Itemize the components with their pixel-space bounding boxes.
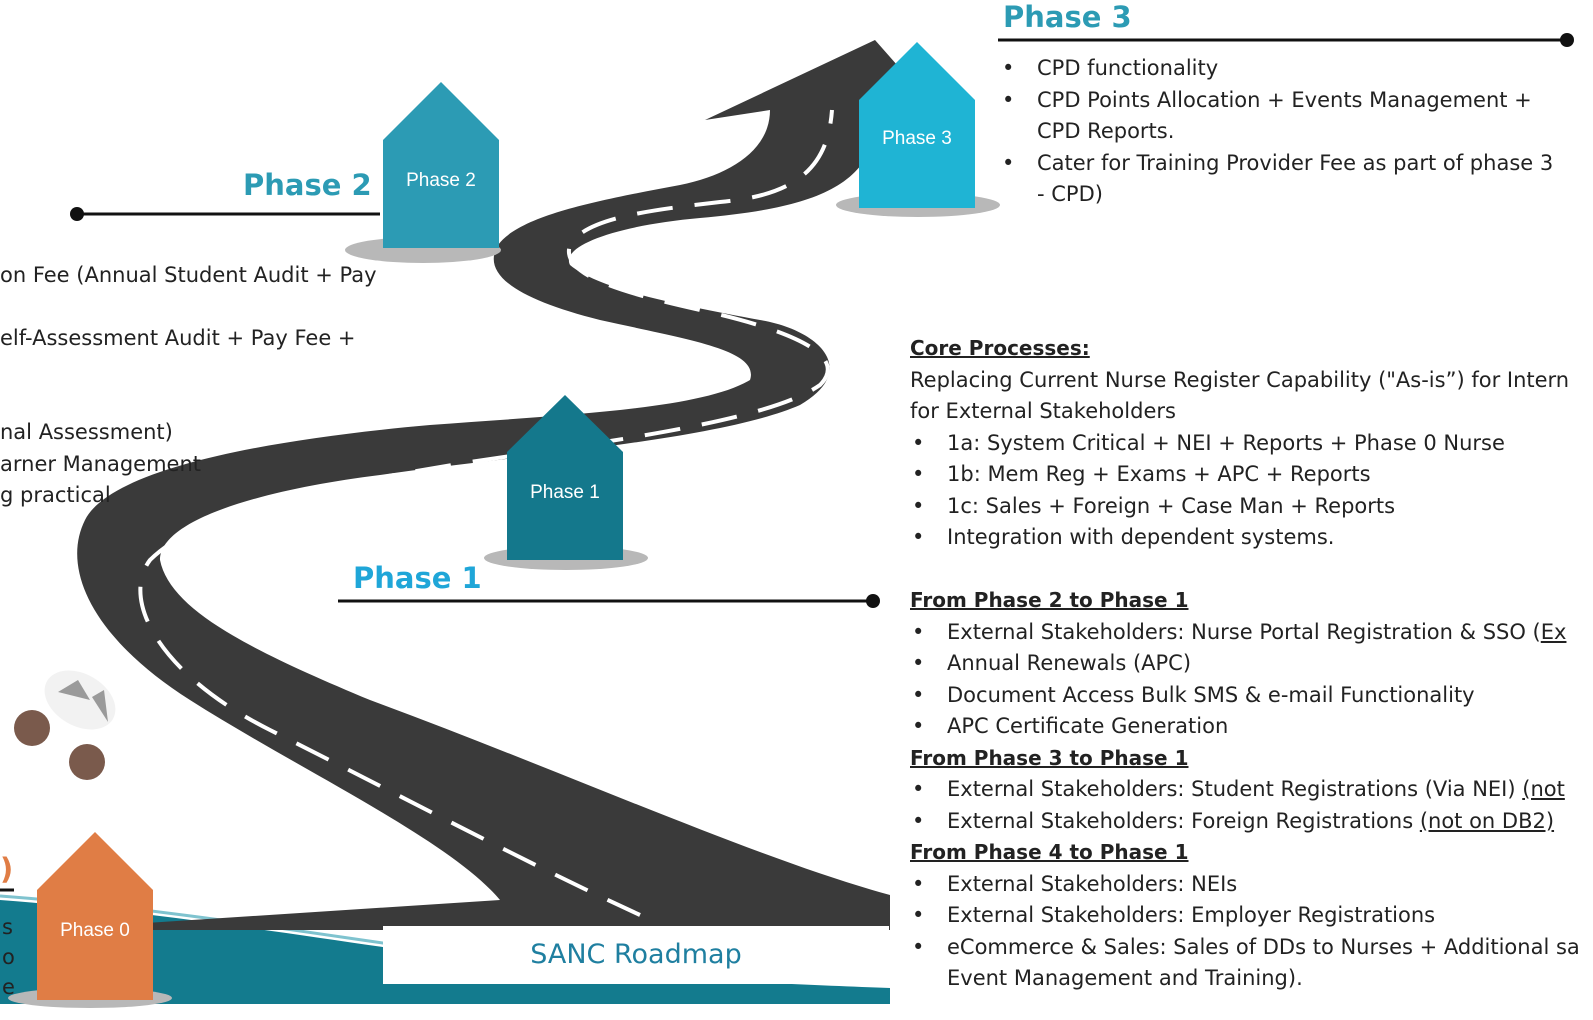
core-bullet: 1c: Sales + Foreign + Case Man + Reports xyxy=(910,491,1580,523)
road-center-line xyxy=(138,109,834,917)
phase3-bullet-cont: - CPD) xyxy=(1037,182,1103,206)
phase1-marker-label: Phase 1 xyxy=(530,482,600,503)
core-bullet: 1a: System Critical + NEI + Reports + Ph… xyxy=(910,428,1580,460)
phase0-edge-char: o xyxy=(2,945,15,969)
road xyxy=(38,40,912,930)
phase3-bullet: Cater for Training Provider Fee as part … xyxy=(1000,148,1553,180)
phase3-bullets: CPD functionality CPD Points Allocation … xyxy=(1000,53,1553,211)
from-phase4-title: From Phase 4 to Phase 1 xyxy=(910,840,1189,864)
phase1-details: Core Processes: Replacing Current Nurse … xyxy=(910,333,1580,995)
from-phase4-bullet: eCommerce & Sales: Sales of DDs to Nurse… xyxy=(910,932,1580,964)
phase2-heading: Phase 2 xyxy=(243,168,372,202)
roadmap-label: SANC Roadmap xyxy=(383,926,889,984)
phase3-marker-shape xyxy=(859,42,975,208)
from-phase2-link: Ex xyxy=(1540,619,1567,644)
phase2-line: arner Management xyxy=(0,452,202,476)
phase2-connector xyxy=(70,207,380,221)
phase2-line: g practical xyxy=(0,483,111,507)
from-phase3-bullet: External Stakeholders: Foreign Registrat… xyxy=(910,806,1580,838)
phase2-line: on Fee (Annual Student Audit + Pay xyxy=(0,263,377,287)
from-phase4-bullet: External Stakeholders: NEIs xyxy=(910,869,1580,901)
phase0-edge-char: s xyxy=(2,915,13,939)
car-icon xyxy=(14,670,116,780)
from-phase2-bullet: Annual Renewals (APC) xyxy=(910,648,1580,680)
core-bullet: Integration with dependent systems. xyxy=(910,522,1580,554)
core-bullet: 1b: Mem Reg + Exams + APC + Reports xyxy=(910,459,1580,491)
phase1-connector xyxy=(338,594,880,608)
phase2-marker-shape xyxy=(383,82,499,248)
core-processes-title: Core Processes: xyxy=(910,336,1090,360)
from-phase4-bullet-cont: Event Management and Training). xyxy=(947,966,1303,990)
core-intro-line: for External Stakeholders xyxy=(910,399,1176,423)
phase3-bullet-cont: CPD Reports. xyxy=(1037,119,1175,143)
phase1-marker-shape xyxy=(507,395,623,560)
phase1-heading: Phase 1 xyxy=(353,561,482,595)
from-phase3-title: From Phase 3 to Phase 1 xyxy=(910,745,1189,770)
phase3-bullet: CPD functionality xyxy=(1000,53,1553,85)
from-phase3-link: (not xyxy=(1522,777,1565,801)
phase0-edge-char: e xyxy=(2,975,15,999)
phase3-connector xyxy=(998,33,1574,47)
from-phase2-bullet: External Stakeholders: Nurse Portal Regi… xyxy=(910,617,1580,649)
phase2-line: elf-Assessment Audit + Pay Fee + xyxy=(0,326,356,350)
phase2-marker-label: Phase 2 xyxy=(406,170,476,191)
phase3-heading: Phase 3 xyxy=(1003,0,1132,34)
phase0-heading-fragment: ) xyxy=(0,852,14,886)
phase3-bullet: CPD Points Allocation + Events Managemen… xyxy=(1000,85,1553,117)
from-phase2-bullet: APC Certificate Generation xyxy=(910,711,1580,743)
from-phase4-bullet: External Stakeholders: Employer Registra… xyxy=(910,900,1580,932)
phase2-line: nal Assessment) xyxy=(0,420,173,444)
phase3-marker-label: Phase 3 xyxy=(882,128,952,149)
from-phase3-bullet: External Stakeholders: Student Registrat… xyxy=(910,774,1580,806)
core-intro-line: Replacing Current Nurse Register Capabil… xyxy=(910,367,1570,392)
from-phase3-link: (not on DB2) xyxy=(1419,808,1555,833)
from-phase2-title: From Phase 2 to Phase 1 xyxy=(910,588,1189,612)
from-phase2-bullet: Document Access Bulk SMS & e-mail Functi… xyxy=(910,680,1580,712)
phase0-marker-shape xyxy=(37,832,153,1000)
phase0-marker-label: Phase 0 xyxy=(60,920,130,941)
